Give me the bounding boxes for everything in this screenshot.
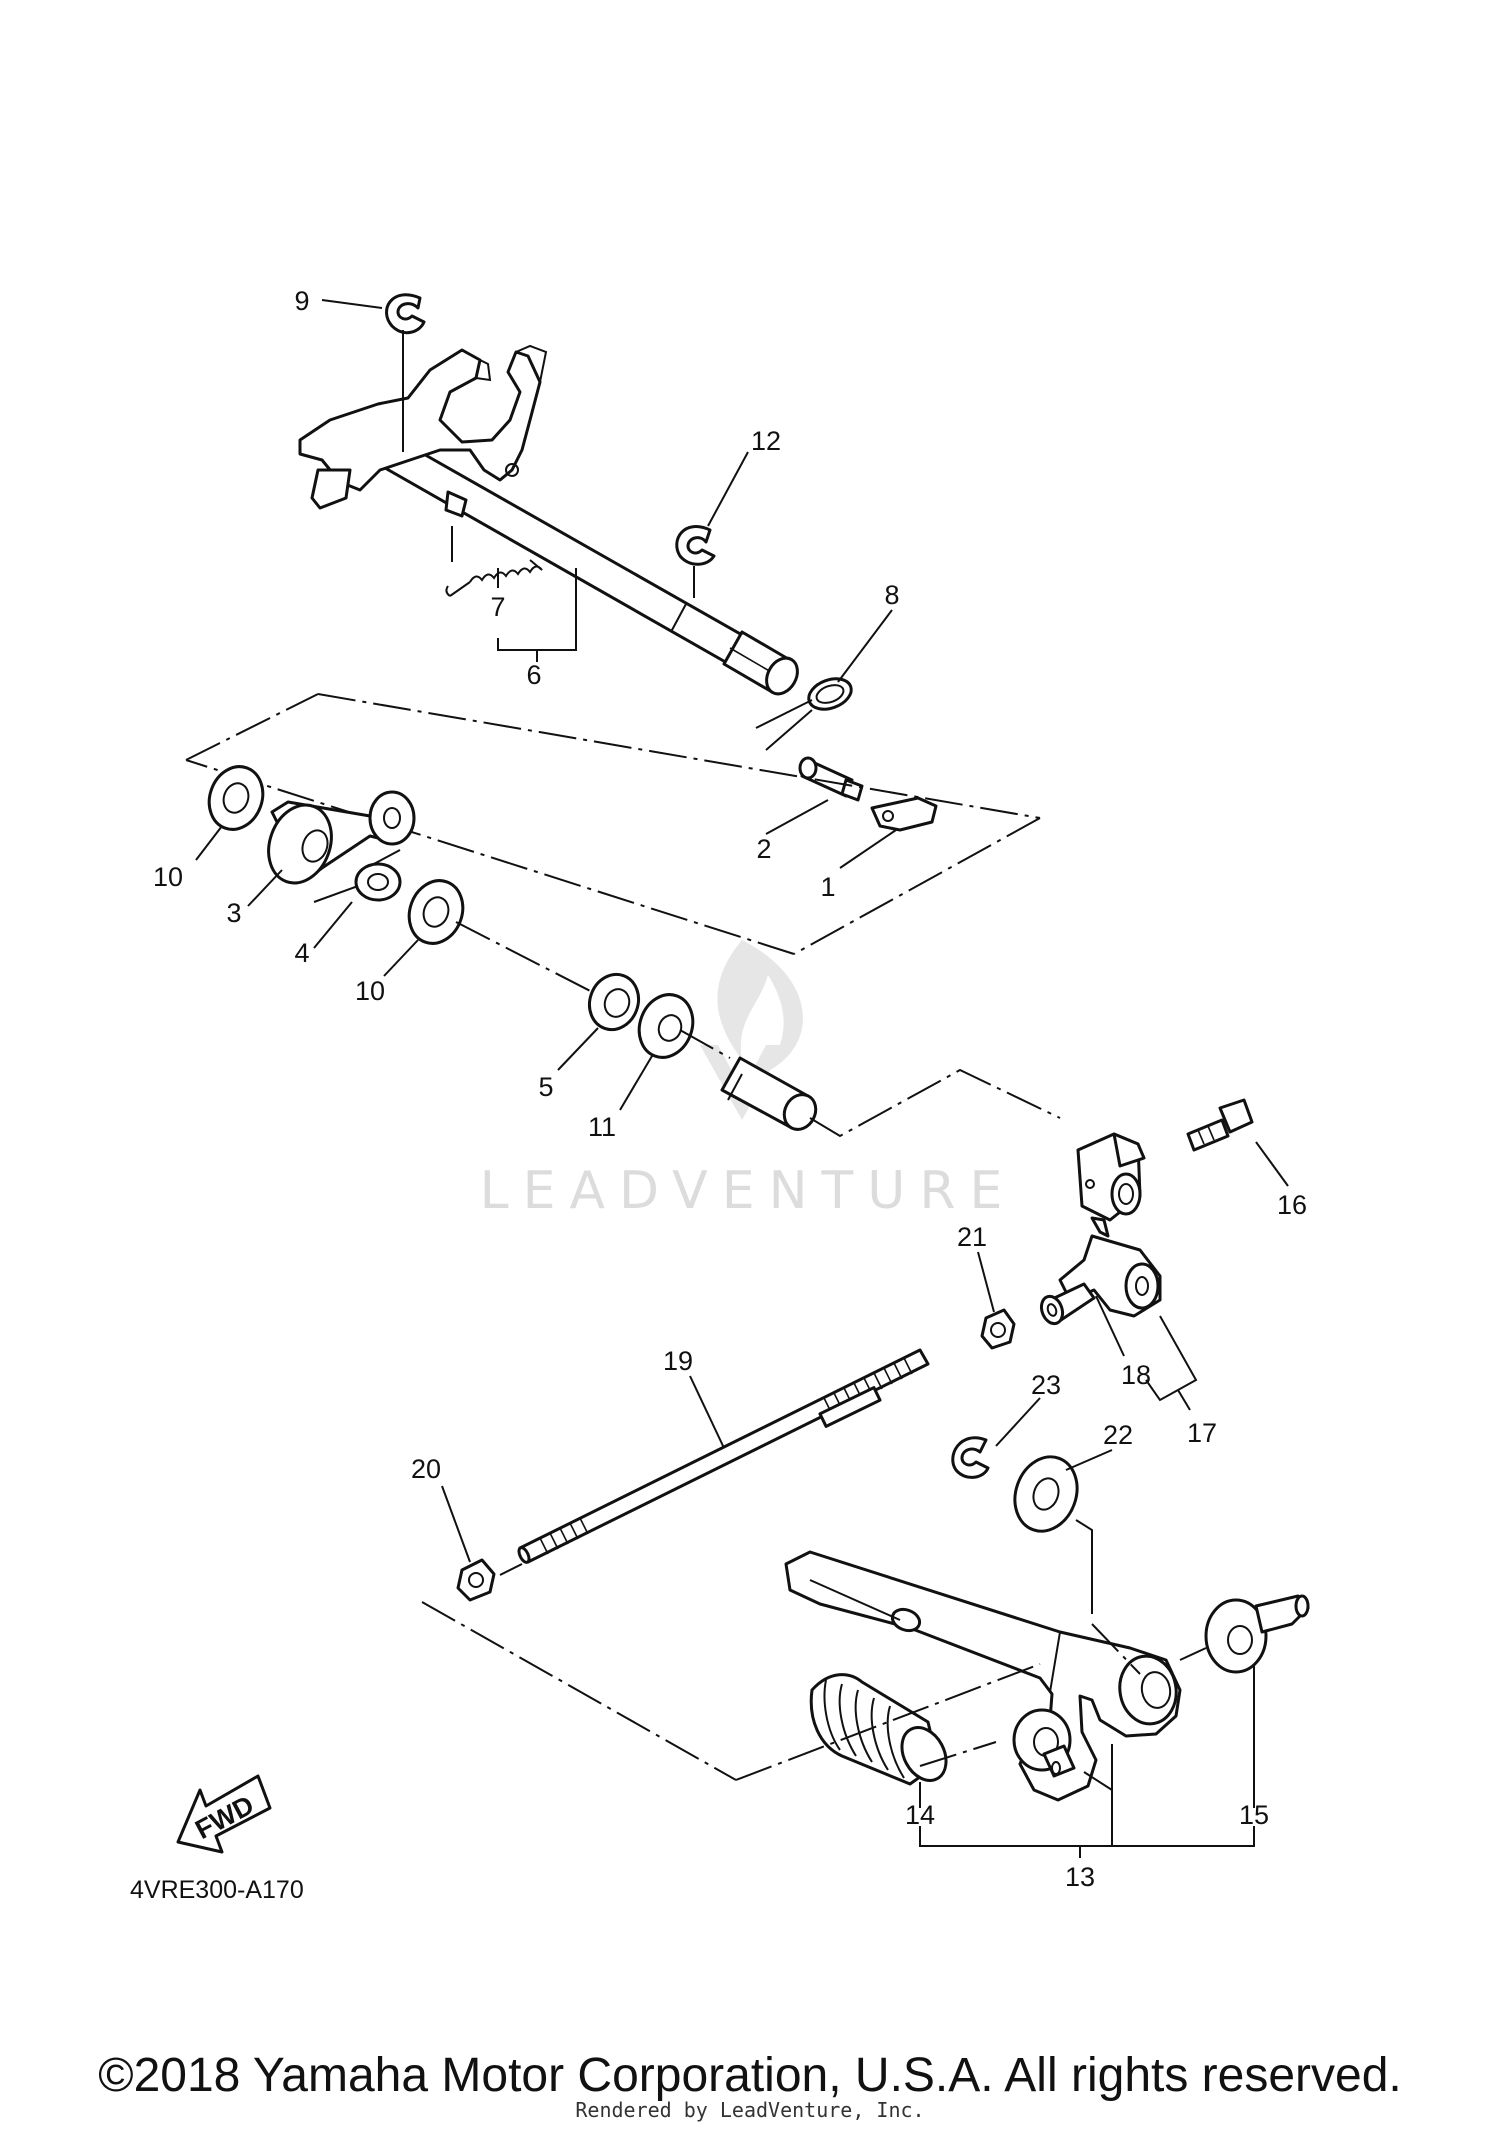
callout-21: 21 bbox=[957, 1222, 987, 1252]
assembly-outline-lower bbox=[421, 1601, 1041, 1781]
spring-4 bbox=[313, 849, 402, 949]
watermark-text: LEADVENTURE bbox=[480, 1161, 1017, 1221]
bolt-16 bbox=[1186, 1098, 1289, 1187]
pivot-shaft bbox=[720, 1056, 818, 1131]
callout-1: 1 bbox=[820, 872, 835, 902]
callout-12: 12 bbox=[751, 426, 781, 456]
forward-arrow-icon: FWD bbox=[176, 1774, 272, 1854]
callout-labels: 1 2 3 4 5 6 7 8 9 10 10 11 12 13 14 15 1… bbox=[153, 286, 1307, 1892]
nut-21 bbox=[977, 1251, 1016, 1350]
bearing-5 bbox=[557, 972, 641, 1071]
torsion-spring-8 bbox=[755, 609, 893, 751]
shift-arm-tab bbox=[310, 468, 352, 510]
callout-14: 14 bbox=[905, 1800, 935, 1830]
callout-20: 20 bbox=[411, 1454, 441, 1484]
washer-11 bbox=[619, 993, 695, 1111]
shift-rod-19 bbox=[517, 1348, 930, 1564]
callout-9: 9 bbox=[294, 286, 309, 316]
callout-13: 13 bbox=[1065, 1862, 1095, 1892]
copyright-notice: ©2018 Yamaha Motor Corporation, U.S.A. A… bbox=[98, 2049, 1402, 2102]
washer-22 bbox=[1013, 1449, 1113, 1614]
callout-19: 19 bbox=[663, 1346, 693, 1376]
callout-15: 15 bbox=[1239, 1800, 1269, 1830]
callout-8: 8 bbox=[884, 580, 899, 610]
callout-17: 17 bbox=[1187, 1418, 1217, 1448]
washer-10a bbox=[195, 765, 265, 861]
callout-18: 18 bbox=[1121, 1360, 1151, 1390]
callout-10b: 10 bbox=[355, 976, 385, 1006]
return-spring bbox=[449, 559, 543, 597]
rod-end-18 bbox=[1039, 1234, 1162, 1357]
assembly-outline-upper bbox=[185, 693, 1041, 955]
joint-assembly bbox=[977, 1098, 1289, 1411]
pivot-group bbox=[195, 765, 1061, 1138]
shift-pedal-assembly bbox=[421, 1397, 1310, 1858]
callout-23: 23 bbox=[1031, 1370, 1061, 1400]
callout-2: 2 bbox=[756, 834, 771, 864]
circlip-23 bbox=[951, 1397, 1041, 1479]
callout-3: 3 bbox=[226, 898, 241, 928]
part-code: 4VRE300-A170 bbox=[130, 1876, 304, 1904]
stopper-lever-3 bbox=[247, 790, 416, 907]
shift-shaft-assembly bbox=[185, 293, 1041, 955]
stopper-plate-1 bbox=[839, 796, 938, 869]
rod-end-15 bbox=[1179, 1594, 1310, 1808]
callout-10a: 10 bbox=[153, 862, 183, 892]
watermark-flame-icon bbox=[717, 940, 803, 1075]
nut-20 bbox=[441, 1485, 523, 1602]
watermark: LEADVENTURE bbox=[480, 940, 1017, 1221]
callout-5: 5 bbox=[538, 1072, 553, 1102]
shift-pedal-13 bbox=[784, 1550, 1182, 1802]
callout-6: 6 bbox=[526, 660, 541, 690]
bolt-2 bbox=[765, 756, 864, 835]
circlip-9 bbox=[385, 293, 426, 335]
watermark-v-icon bbox=[700, 1045, 784, 1120]
washer-10b bbox=[383, 879, 465, 977]
rendered-by-notice: Rendered by LeadVenture, Inc. bbox=[575, 2098, 925, 2122]
shift-arm bbox=[298, 348, 542, 492]
callout-7: 7 bbox=[490, 592, 505, 622]
clamp-arm bbox=[1076, 1132, 1146, 1238]
circlip-12 bbox=[675, 525, 716, 566]
callout-22: 22 bbox=[1103, 1420, 1133, 1450]
pedal-rubber-14 bbox=[809, 1673, 997, 1808]
callout-16: 16 bbox=[1277, 1190, 1307, 1220]
callout-11: 11 bbox=[588, 1112, 616, 1142]
callout-4: 4 bbox=[294, 938, 309, 968]
